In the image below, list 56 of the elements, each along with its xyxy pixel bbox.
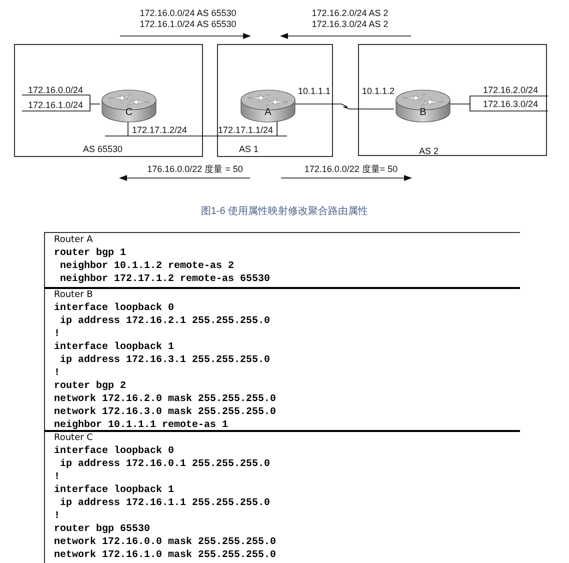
code-line: !: [54, 328, 60, 341]
update-arrow: [119, 175, 250, 181]
code-line: interface loopback 1: [54, 341, 174, 354]
code-line: neighbor 172.17.1.2 remote-as 65530: [59, 273, 270, 286]
code-line: neighbor 10.1.1.1 remote-as 1: [54, 419, 228, 432]
update-arrow: [280, 175, 412, 181]
as-label: AS 65530: [83, 143, 123, 156]
code-line: interface loopback 0: [54, 302, 174, 315]
code-line: router bgp 1: [54, 247, 126, 260]
as-boundary-box: [14, 44, 203, 157]
router-label: B: [418, 108, 428, 118]
router-label: A: [264, 108, 272, 118]
as-boundary-box: [217, 44, 333, 157]
ip-address-label: 172.16.1.0/24: [28, 100, 84, 110]
code-line: !: [54, 510, 60, 523]
code-line: interface loopback 1: [54, 484, 174, 497]
edge-label: 172.16.0.0/22 度量= 50: [303, 164, 399, 175]
code-section: [44, 287, 520, 430]
update-arrow: [120, 33, 251, 39]
code-line: ip address 172.16.2.1 255.255.255.0: [59, 315, 270, 328]
ip-address-label: 10.1.1.1: [298, 86, 331, 96]
code-line: ip address 172.16.0.1 255.255.255.0: [59, 458, 270, 471]
edge-label: 176.16.0.0/22 度量 = 50: [146, 164, 244, 175]
as-label: AS 1: [239, 143, 259, 156]
code-line: ip address 172.16.3.1 255.255.255.0: [59, 354, 270, 367]
code-line: ip address 172.16.1.1 255.255.255.0: [59, 497, 270, 510]
as-boundary-box: [358, 44, 547, 156]
code-heading: Router C: [54, 432, 93, 445]
router-label: C: [124, 108, 134, 118]
code-heading: Router B: [54, 289, 93, 302]
ip-address-label: 172.17.1.1/24: [218, 125, 274, 135]
edge-label: 172.16.2.0/24 AS 2 172.16.3.0/24 AS 2: [310, 8, 390, 30]
link-line: [128, 120, 278, 136]
code-line: neighbor 10.1.1.2 remote-as 2: [59, 260, 234, 273]
code-heading: Router A: [54, 234, 93, 247]
ip-address-label: 172.16.0.0/24: [28, 85, 84, 95]
code-line: network 172.16.2.0 mask 255.255.255.0: [54, 393, 276, 406]
code-line: network 172.16.0.0 mask 255.255.255.0: [54, 536, 276, 549]
code-section: [44, 232, 520, 287]
as-label: AS 2: [419, 145, 439, 158]
link-line: [294, 104, 394, 110]
code-line: router bgp 65530: [54, 523, 150, 536]
code-line: !: [54, 367, 60, 380]
code-line: router bgp 2: [54, 380, 126, 393]
code-line: network 172.16.1.0 mask 255.255.255.0: [54, 549, 276, 562]
code-line: interface loopback 0: [54, 445, 174, 458]
ip-address-label: 172.17.1.2/24: [132, 125, 188, 135]
code-line: network 172.16.3.0 mask 255.255.255.0: [54, 406, 276, 419]
figure-caption: 图1-6 使用属性映射修改聚合路由属性: [200, 204, 370, 219]
code-line: !: [54, 471, 60, 484]
ip-address-label: 10.1.1.2: [362, 86, 395, 96]
update-arrow: [280, 33, 412, 39]
code-section: [44, 430, 520, 563]
ip-address-label: 172.16.2.0/24: [483, 85, 538, 95]
edge-label: 172.16.0.0/24 AS 65530 172.16.1.0/24 AS 65530: [138, 8, 238, 30]
ip-address-label: 172.16.3.0/24: [483, 99, 538, 109]
